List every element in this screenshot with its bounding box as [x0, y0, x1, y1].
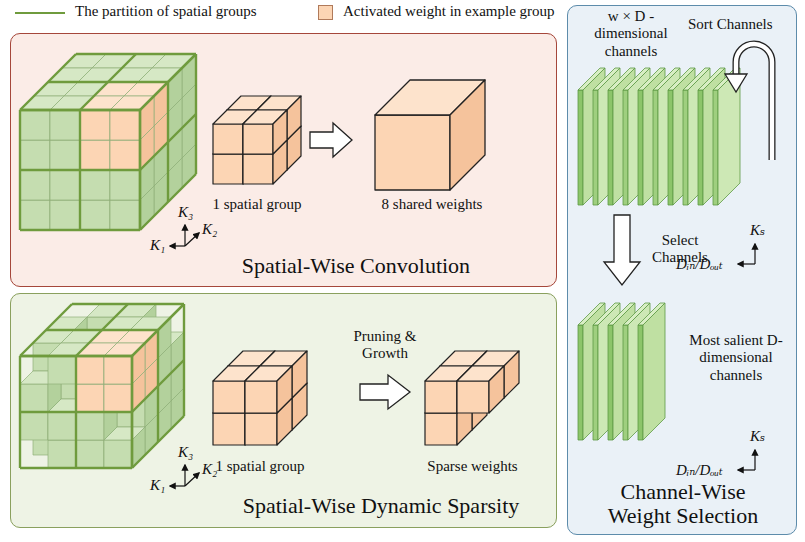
- label-box: 1 spatial group: [210, 458, 310, 475]
- group-cube: [213, 351, 307, 445]
- panel-fills: [10, 5, 797, 535]
- label: Pruning & Growth: [354, 328, 417, 361]
- label: K₁: [150, 237, 165, 253]
- hollow-arrow: [310, 123, 352, 157]
- partition-lines: [20, 54, 196, 230]
- label: Sparse weights: [427, 458, 517, 474]
- label: Kₛ: [750, 222, 765, 238]
- legend-text-box: The partition of spatial groups: [75, 3, 257, 20]
- label: Kₛ: [750, 428, 765, 444]
- label: K₃: [178, 204, 193, 220]
- panel-fill: [567, 5, 797, 535]
- legend-line-sample: [15, 12, 65, 14]
- label-box: Dᵢₙ/Dₒᵤₜ: [676, 462, 723, 479]
- shared-weight-cube: [375, 80, 485, 190]
- selected-channel-slabs: [578, 303, 665, 440]
- label: Dᵢₙ/Dₒᵤₜ: [676, 462, 723, 478]
- panel-title-box: Spatial-Wise Dynamic Sparsity: [221, 494, 541, 518]
- label-box: Dᵢₙ/Dₒᵤₜ: [676, 256, 723, 273]
- label: 1 spatial group: [215, 458, 304, 474]
- label-box: 1 spatial group: [207, 196, 307, 213]
- label-box: Kₛ: [750, 428, 765, 445]
- label-box: K₂: [202, 461, 217, 478]
- panel: Spatial-Wise Convolution: [10, 33, 557, 287]
- group-cube: [213, 96, 301, 184]
- label-box: w × D -dimensional channels: [588, 8, 674, 60]
- sparse-grid-cube: [20, 304, 184, 468]
- label-box: Sparse weights: [415, 458, 530, 475]
- grid-cube: [20, 54, 196, 230]
- label-box: K₃: [178, 444, 193, 461]
- label: K₁: [150, 477, 165, 493]
- panel-fill: [10, 33, 557, 287]
- panel: Spatial-Wise Dynamic Sparsity: [10, 293, 557, 528]
- panel-fill: [10, 293, 557, 528]
- legend-text: The partition of spatial groups: [75, 3, 257, 19]
- label-box: 8 shared weights: [372, 196, 492, 213]
- panel-title-box: Channel-Wise Weight Selection: [598, 480, 768, 528]
- label: K₃: [178, 444, 193, 460]
- hollow-arrow: [360, 375, 410, 409]
- channel-slabs: [578, 68, 740, 205]
- panel-title: Spatial-Wise Convolution: [242, 253, 470, 278]
- label-box: Pruning & Growth: [338, 328, 432, 363]
- label: 8 shared weights: [382, 196, 483, 212]
- label: Most salient D-dimensional channels: [689, 332, 782, 383]
- label-box: Sort Channels: [688, 16, 773, 33]
- label-box: Most salient D-dimensional channels: [684, 332, 788, 384]
- label: 1 spatial group: [212, 196, 301, 212]
- label: w × D -dimensional channels: [594, 8, 667, 59]
- legend-text: Activated weight in example group: [343, 3, 555, 19]
- sparse-weight-cube: [425, 351, 519, 445]
- axes: [170, 225, 755, 486]
- panel-title-box: Spatial-Wise Convolution: [196, 254, 516, 278]
- label: Dᵢₙ/Dₒᵤₜ: [676, 256, 723, 272]
- art: [20, 54, 740, 468]
- label-box: K₁: [150, 477, 165, 494]
- label: K₂: [202, 221, 217, 237]
- label-box: K₂: [202, 221, 217, 238]
- partition-lines: [20, 304, 184, 468]
- hollow-arrow: [604, 215, 640, 285]
- label-box: K₁: [150, 237, 165, 254]
- sort-hook-arrow: [725, 44, 772, 160]
- legend-swatch: [318, 5, 333, 20]
- label-box: K₃: [178, 204, 193, 221]
- legend-text-box: Activated weight in example group: [343, 3, 555, 20]
- label-box: Kₛ: [750, 222, 765, 239]
- label: Sort Channels: [688, 16, 773, 32]
- panel-title: Channel-Wise Weight Selection: [608, 479, 758, 528]
- label: K₂: [202, 461, 217, 477]
- panel-title: Spatial-Wise Dynamic Sparsity: [243, 493, 520, 518]
